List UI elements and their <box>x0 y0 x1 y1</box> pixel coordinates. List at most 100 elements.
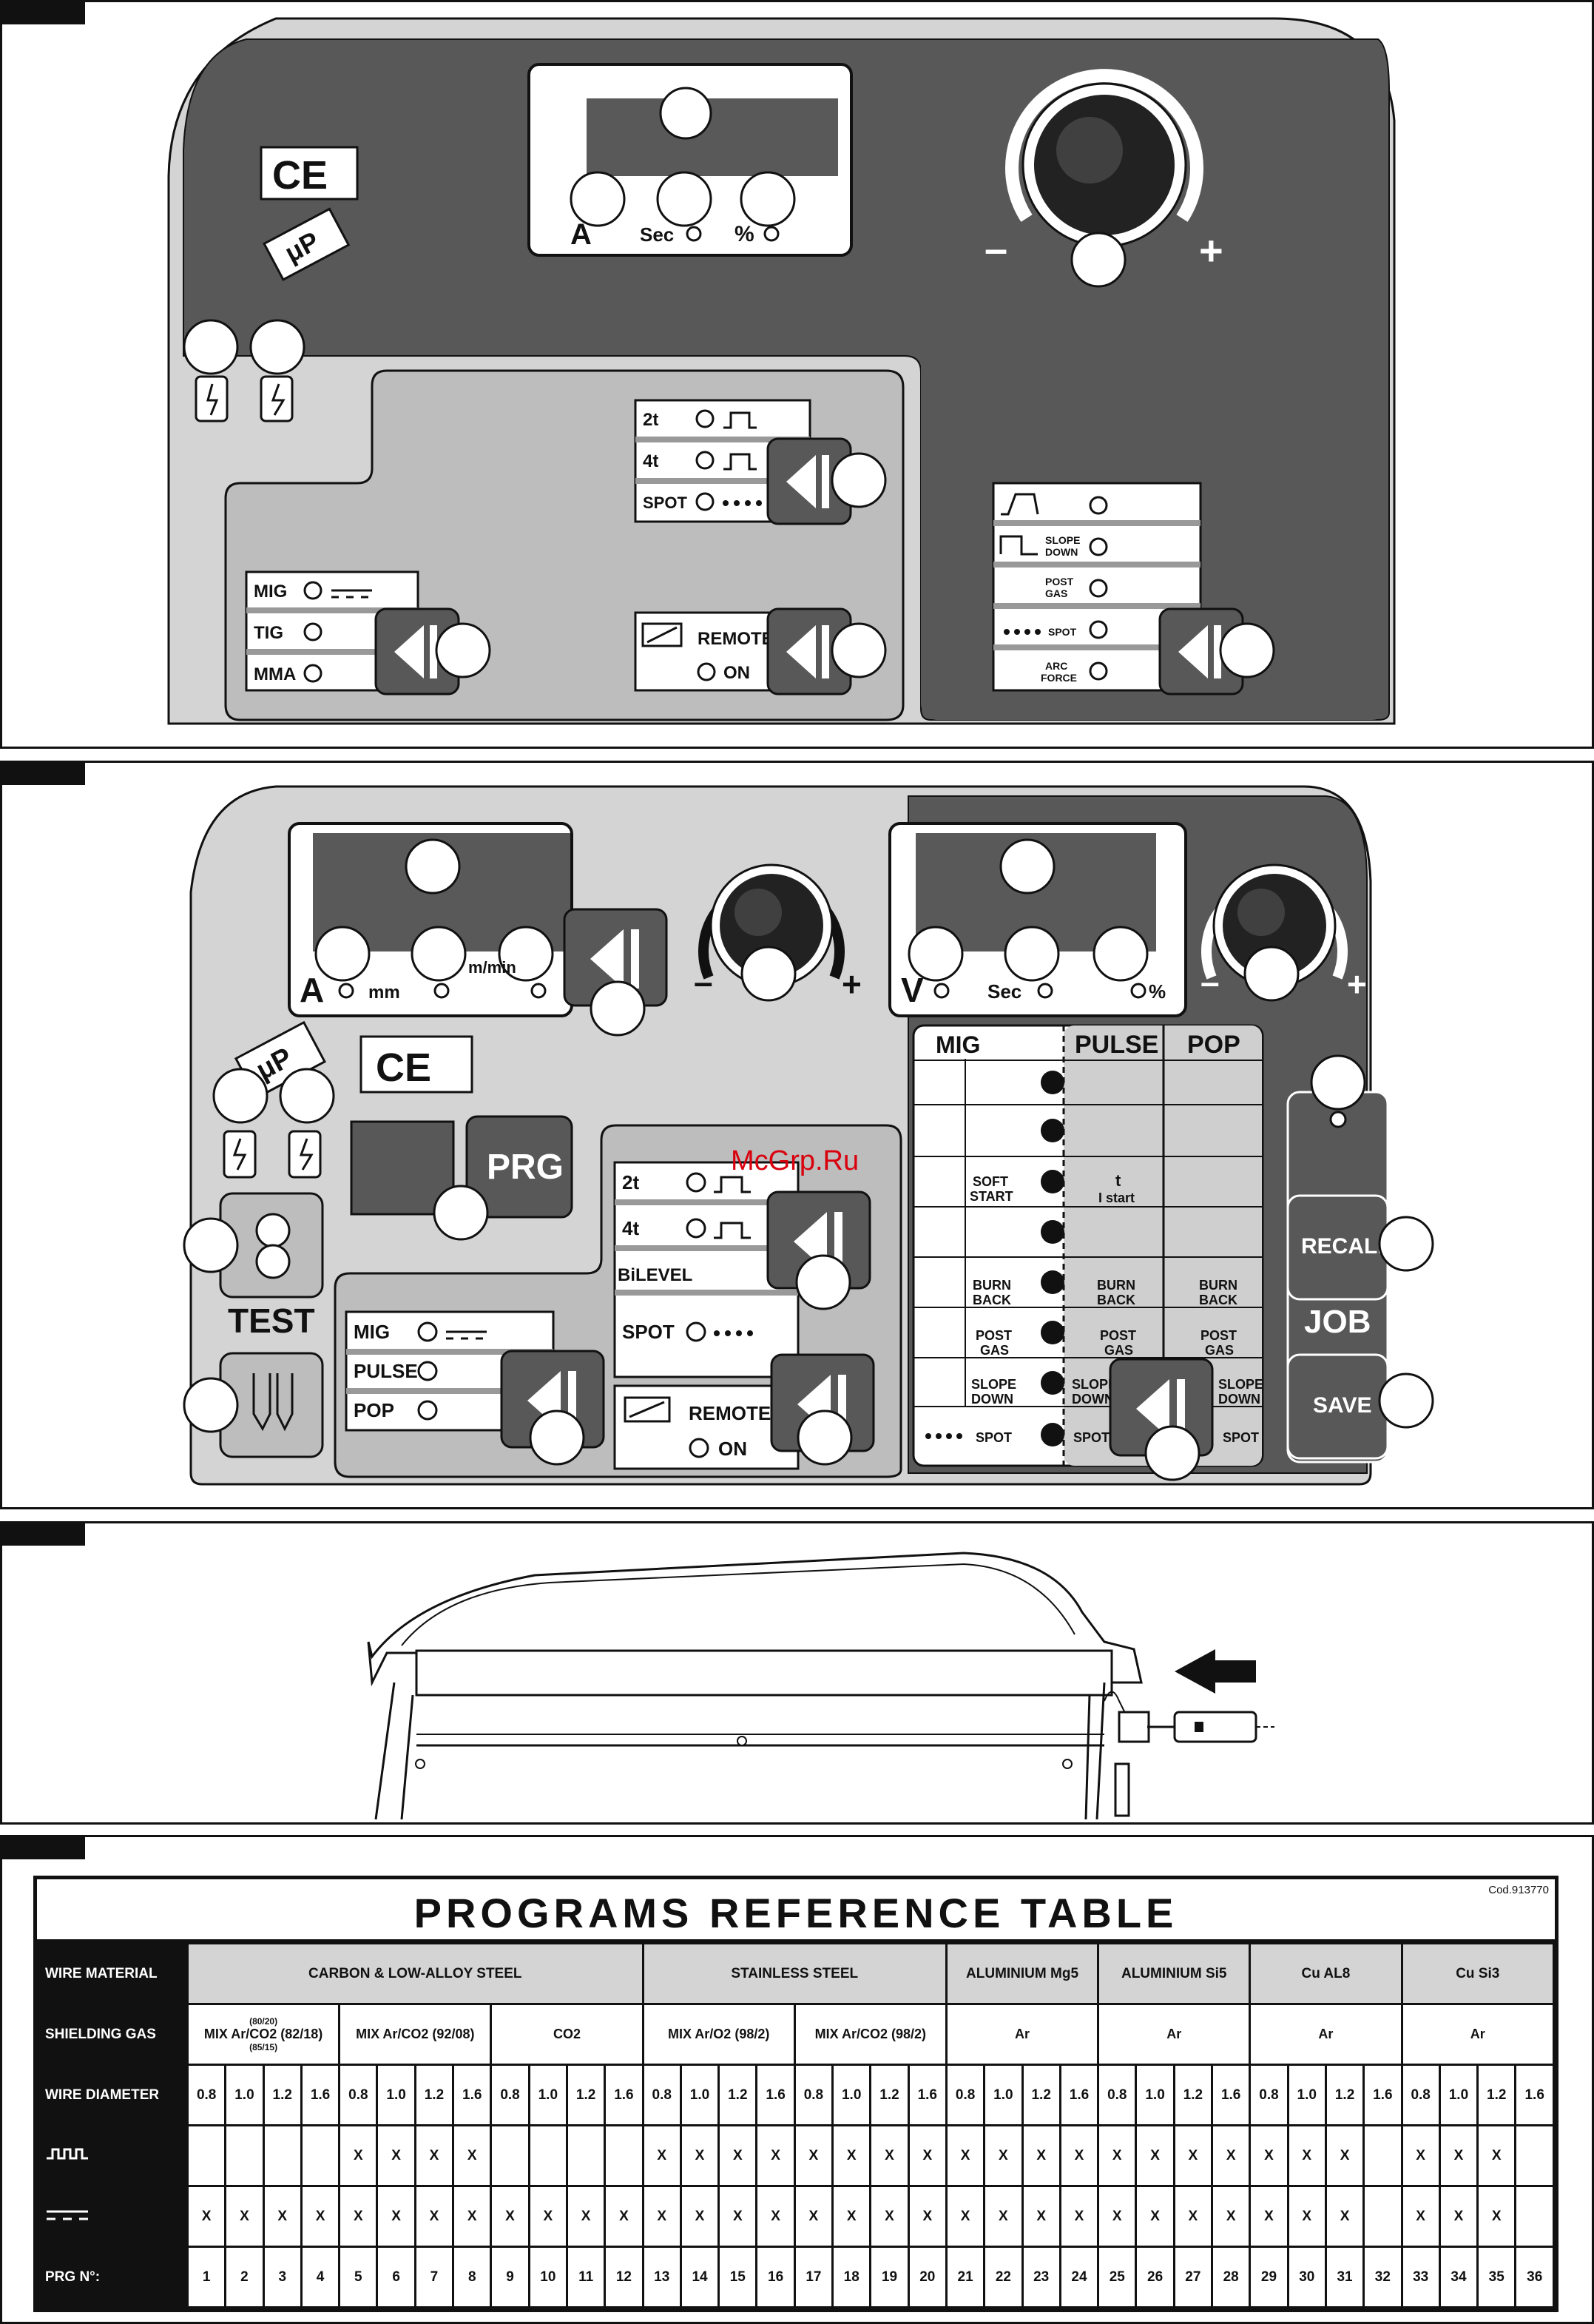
diameter-cell: 1.0 <box>376 2064 416 2126</box>
figure-2-frame: A mm m/min – + V Sec % <box>0 761 1594 1509</box>
figure-1-frame: A Sec % – + CE μP MIG TIG MMA <box>0 0 1594 749</box>
p2-save-label: SAVE <box>1313 1393 1371 1418</box>
svg-text:BURN: BURN <box>973 1278 1011 1293</box>
figure-1-tab <box>2 2 85 24</box>
diameter-cell: 1.6 <box>1058 2064 1100 2126</box>
program-number-cell: 11 <box>565 2246 607 2308</box>
p1-process-mma: MMA <box>254 664 296 684</box>
diameter-cell: 1.2 <box>869 2064 910 2126</box>
diameter-cell: 1.6 <box>604 2064 644 2126</box>
svg-text:DOWN: DOWN <box>971 1392 1013 1407</box>
svg-text:4t: 4t <box>643 451 658 471</box>
program-number-cell: 13 <box>641 2246 682 2308</box>
program-number-cell: 18 <box>831 2246 872 2308</box>
pulse-cell: X <box>793 2124 834 2187</box>
standard-mig-icon <box>37 2185 189 2248</box>
row-header-gas: SHIELDING GAS <box>37 2003 189 2066</box>
standard-cell: X <box>1400 2185 1441 2248</box>
pulse-cell: X <box>1400 2124 1441 2187</box>
panel-1-drawing: A Sec % – + CE μP MIG TIG MMA <box>167 17 1396 725</box>
p2-process-pop: POP <box>354 1399 394 1421</box>
standard-cell: X <box>755 2185 796 2248</box>
svg-text:BACK: BACK <box>1097 1293 1135 1307</box>
program-number-cell: 15 <box>717 2246 758 2308</box>
pulse-cell: X <box>1135 2124 1175 2187</box>
standard-cell: X <box>1058 2185 1100 2248</box>
gas-cell: Ar <box>1097 2003 1252 2066</box>
program-number-cell: 28 <box>1211 2246 1252 2308</box>
svg-text:SPOT: SPOT <box>1048 626 1077 638</box>
gas-cell: CO2 <box>490 2003 644 2066</box>
standard-cell: X <box>490 2185 530 2248</box>
pulse-cell: X <box>869 2124 910 2187</box>
program-number-cell: 34 <box>1438 2246 1479 2308</box>
svg-text:V: V <box>901 971 924 1009</box>
diameter-cell: 1.0 <box>1135 2064 1175 2126</box>
svg-text:BACK: BACK <box>1199 1293 1237 1307</box>
svg-text:POST: POST <box>1100 1328 1136 1343</box>
svg-text:SLOPE: SLOPE <box>1045 534 1080 546</box>
svg-text:–: – <box>985 225 1007 272</box>
gas-cell: MIX Ar/O2 (98/2) <box>641 2003 796 2066</box>
diameter-cell: 1.0 <box>1438 2064 1479 2126</box>
p1-process-mig: MIG <box>254 582 287 602</box>
pulse-cell: X <box>1249 2124 1289 2187</box>
standard-cell: X <box>1135 2185 1175 2248</box>
standard-cell: X <box>565 2185 607 2248</box>
program-number-cell: 23 <box>1021 2246 1061 2308</box>
standard-cell: X <box>262 2185 303 2248</box>
p2-process-pulse: PULSE <box>354 1360 418 1382</box>
diameter-cell: 0.8 <box>1400 2064 1441 2126</box>
diameter-cell: 1.2 <box>565 2064 607 2126</box>
p1-remote-label: REMOTE <box>698 629 774 649</box>
svg-text:DOWN: DOWN <box>1072 1392 1114 1407</box>
program-number-cell: 12 <box>604 2246 644 2308</box>
svg-text:mm: mm <box>368 983 400 1003</box>
svg-text:GAS: GAS <box>1104 1343 1133 1358</box>
diameter-cell: 0.8 <box>1097 2064 1138 2126</box>
pulse-cell <box>604 2124 644 2187</box>
program-number-cell: 1 <box>186 2246 227 2308</box>
program-number-cell: 7 <box>413 2246 455 2308</box>
standard-cell: X <box>452 2185 493 2248</box>
diameter-cell: 1.2 <box>1324 2064 1365 2126</box>
svg-text:4t: 4t <box>622 1217 639 1239</box>
p2-remote-on: ON <box>718 1438 747 1460</box>
pulse-cell <box>490 2124 530 2187</box>
pulse-cell: X <box>413 2124 455 2187</box>
program-number-cell: 20 <box>907 2246 948 2308</box>
diameter-cell: 1.2 <box>1172 2064 1214 2126</box>
standard-cell: X <box>186 2185 227 2248</box>
program-number-cell: 29 <box>1249 2246 1289 2308</box>
program-number-cell: 32 <box>1362 2246 1403 2308</box>
gas-cell: MIX Ar/CO2 (98/2) <box>793 2003 948 2066</box>
material-cell: Cu AL8 <box>1249 1942 1403 2005</box>
standard-cell: X <box>641 2185 682 2248</box>
standard-cell: X <box>527 2185 568 2248</box>
svg-text:CE: CE <box>272 153 328 198</box>
pulse-cell: X <box>1021 2124 1061 2187</box>
svg-text:BURN: BURN <box>1097 1278 1135 1293</box>
standard-cell: X <box>1286 2185 1327 2248</box>
svg-text:+: + <box>842 965 862 1003</box>
pulse-cell: X <box>945 2124 986 2187</box>
diameter-cell: 1.6 <box>1362 2064 1403 2126</box>
program-number-cell: 14 <box>679 2246 720 2308</box>
pulse-cell: X <box>641 2124 682 2187</box>
p2-header-mig: MIG <box>936 1031 980 1058</box>
svg-text:t: t <box>1115 1171 1121 1190</box>
program-number-cell: 22 <box>983 2246 1024 2308</box>
svg-text:DOWN: DOWN <box>1045 546 1078 558</box>
svg-text:SLOPE: SLOPE <box>1072 1377 1117 1392</box>
diameter-cell: 1.6 <box>1514 2064 1555 2126</box>
standard-cell: X <box>1476 2185 1517 2248</box>
pulse-icon <box>37 2124 189 2187</box>
svg-text:+: + <box>1199 227 1223 274</box>
standard-cell: X <box>1324 2185 1365 2248</box>
diameter-cell: 0.8 <box>945 2064 986 2126</box>
svg-text:%: % <box>734 222 754 246</box>
p2-remote-label: REMOTE <box>689 1402 771 1424</box>
svg-text:DOWN: DOWN <box>1218 1392 1260 1407</box>
gas-cell: MIX Ar/CO2 (92/08) <box>338 2003 493 2066</box>
program-number-cell: 4 <box>300 2246 341 2308</box>
